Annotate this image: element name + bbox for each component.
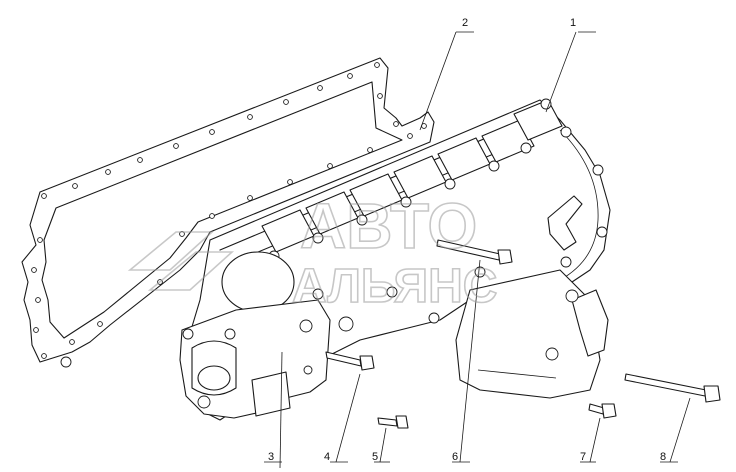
valve-housing bbox=[179, 299, 354, 419]
outlet-flange bbox=[455, 269, 601, 399]
bolt-7 bbox=[588, 403, 617, 419]
watermark-line2: АЛЬЯНС bbox=[292, 260, 497, 313]
wing-nut bbox=[547, 195, 583, 251]
callout-8: 8 bbox=[660, 451, 666, 463]
filter-housing bbox=[221, 251, 295, 313]
callout-7: 7 bbox=[580, 451, 586, 463]
callout-labels: 1 2 3 4 5 6 7 8 bbox=[268, 17, 666, 463]
gasket bbox=[21, 57, 435, 368]
callout-4: 4 bbox=[324, 451, 330, 463]
bolt-4 bbox=[325, 351, 375, 371]
leader-lines bbox=[264, 31, 691, 469]
long-bolt-8 bbox=[624, 373, 721, 403]
cooler-ribs bbox=[261, 99, 563, 253]
callout-5: 5 bbox=[372, 451, 378, 463]
gasket-bolt-holes bbox=[31, 62, 427, 359]
cooler-bosses bbox=[268, 98, 608, 324]
watermark: АВТО АЛЬЯНС bbox=[127, 189, 498, 314]
callout-2: 2 bbox=[462, 17, 468, 29]
callout-3: 3 bbox=[268, 451, 274, 463]
bolt-5 bbox=[377, 415, 409, 429]
long-bolt-6 bbox=[436, 239, 513, 265]
callout-6: 6 bbox=[452, 451, 458, 463]
callout-1: 1 bbox=[570, 17, 576, 29]
watermark-line1: АВТО bbox=[300, 190, 477, 262]
fasteners bbox=[325, 239, 721, 429]
